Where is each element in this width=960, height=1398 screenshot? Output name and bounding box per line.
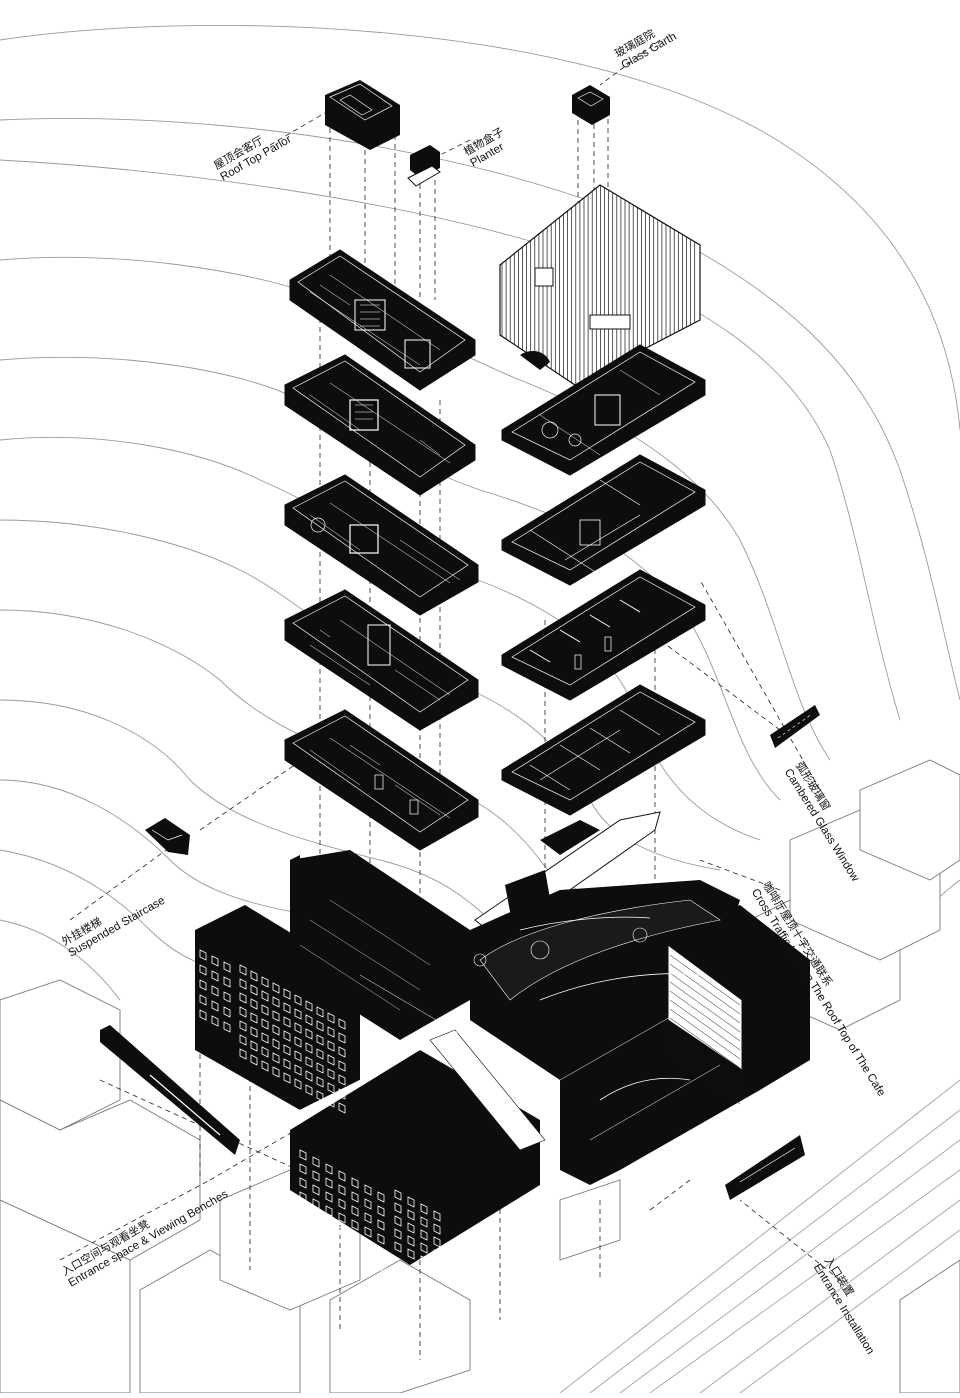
- context-buildings: [0, 759, 960, 1394]
- roof-top-parlor-object: [325, 80, 400, 150]
- suspended-staircase-object: [145, 818, 190, 855]
- glass-garth-box: [499, 184, 701, 386]
- main-complex: [195, 850, 810, 1274]
- right-plate-2: [501, 454, 706, 586]
- left-floor-stack: [284, 249, 479, 851]
- right-floor-stack: [499, 184, 706, 816]
- right-plate-3: [501, 569, 706, 701]
- glass-garth-object: [572, 85, 610, 125]
- entrance-bench-object: [100, 1025, 240, 1155]
- left-plate-1: [289, 249, 476, 391]
- left-plate-2: [284, 354, 476, 496]
- left-plate-3: [284, 474, 479, 616]
- left-plate-5: [284, 709, 479, 851]
- right-plate-1: [501, 344, 706, 476]
- entrance-installation-object: [725, 1135, 805, 1200]
- cambered-glass-window-object: [770, 705, 820, 748]
- planter-object: [407, 145, 441, 187]
- left-plate-4: [284, 589, 479, 731]
- railway-lines: [559, 1079, 960, 1394]
- right-plate-4: [501, 684, 706, 816]
